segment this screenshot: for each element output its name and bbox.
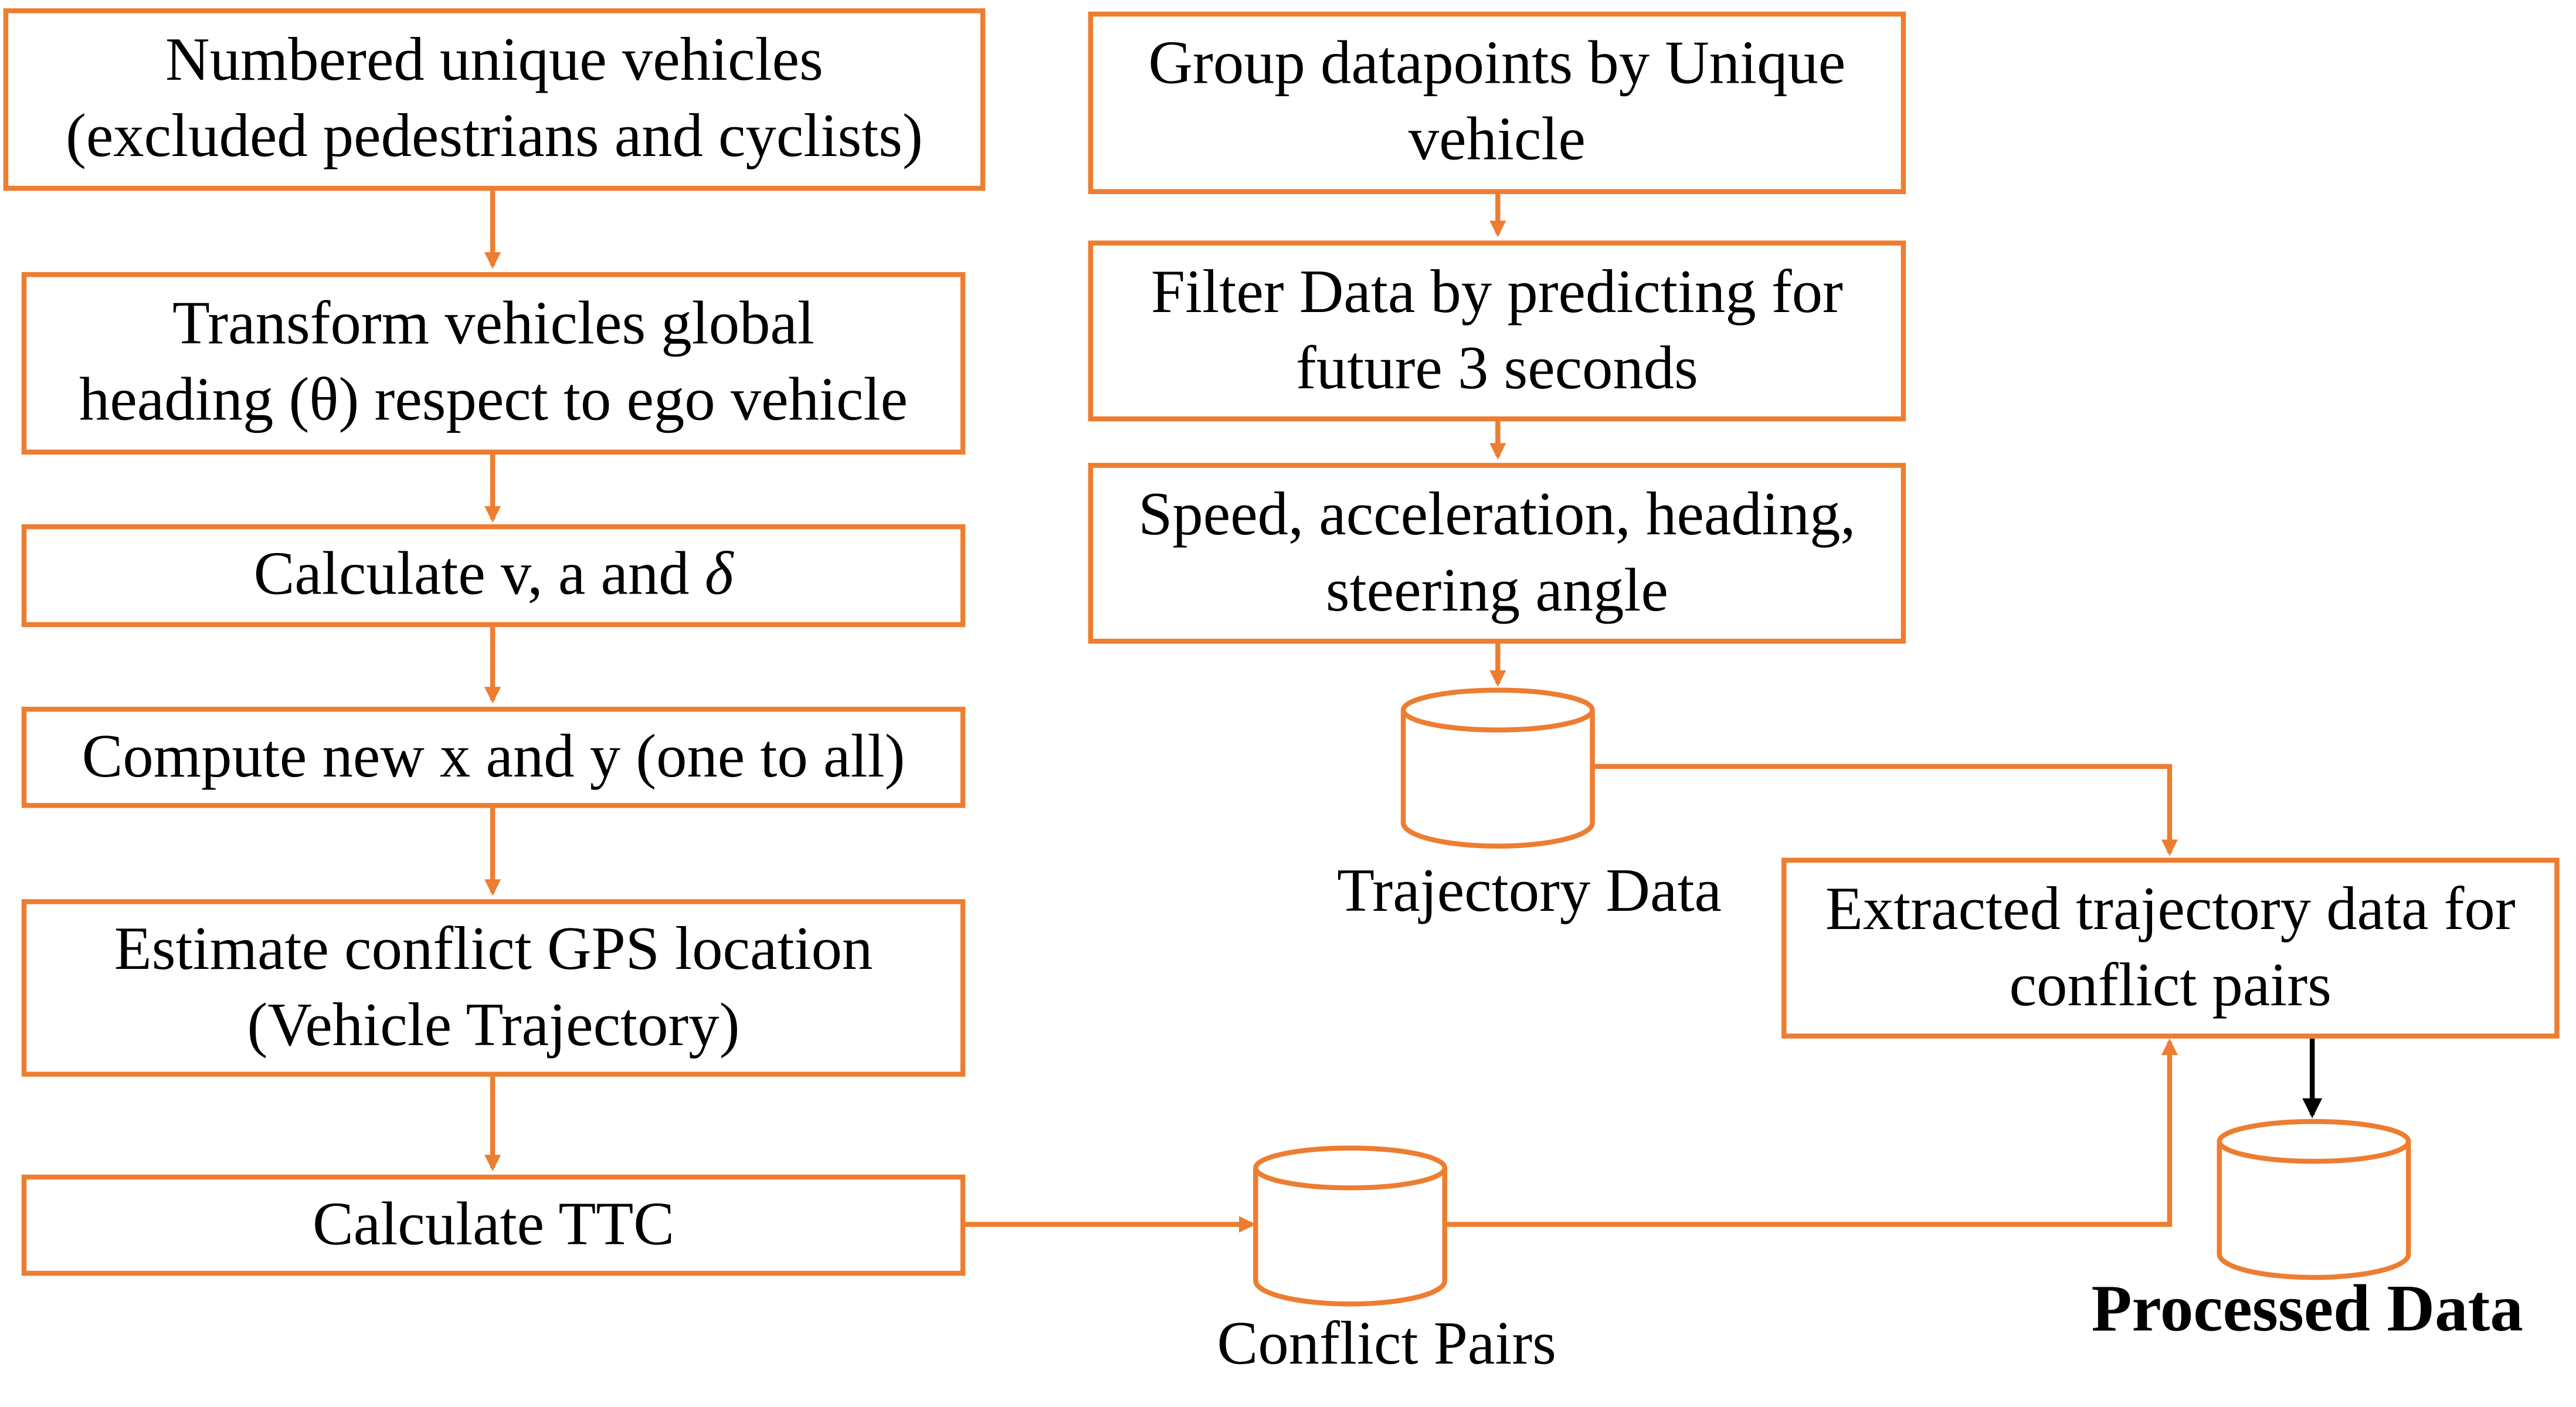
box-text: Compute new x and y (one to all): [82, 722, 905, 791]
box-text: Calculate TTC: [312, 1190, 675, 1259]
database-trajectory-label: Trajectory Data: [1337, 857, 1722, 926]
database-conflict-label: Conflict Pairs: [1217, 1310, 1557, 1379]
box-speed-acceleration: Speed, acceleration, heading, steering an…: [1088, 463, 1906, 644]
box-line: future 3 seconds: [1295, 334, 1698, 402]
database-trajectory-icon: [1400, 687, 1595, 849]
box-line: Numbered unique vehicles: [165, 26, 823, 95]
box-calculate-ttc: Calculate TTC: [21, 1174, 966, 1276]
box-extracted-trajectory: Extracted trajectory data for conflict pa…: [1781, 857, 2560, 1039]
box-estimate-conflict-gps: Estimate conflict GPS location (Vehicle T…: [21, 899, 966, 1077]
box-line: Transform vehicles global: [172, 290, 814, 358]
delta-symbol: δ: [704, 541, 734, 609]
box-line: (Vehicle Trajectory): [247, 991, 740, 1060]
box-line: Group datapoints by Unique: [1148, 29, 1846, 98]
box-group-datapoints: Group datapoints by Unique vehicle: [1088, 11, 1906, 194]
box-line: steering angle: [1325, 557, 1668, 625]
box-compute-new-xy: Compute new x and y (one to all): [21, 707, 966, 808]
arrow-trajectory-to-extracted: [1589, 764, 2178, 856]
box-text: Calculate v, a and: [253, 541, 705, 609]
arrow-conflict-to-extracted: [1440, 1038, 2178, 1227]
database-processed-label: Processed Data: [2091, 1270, 2523, 1346]
database-processed-icon: [2217, 1118, 2411, 1280]
box-numbered-vehicles: Numbered unique vehicles (excluded pedest…: [3, 8, 986, 191]
box-line: Speed, acceleration, heading,: [1138, 480, 1856, 548]
box-transform-heading: Transform vehicles global heading (θ) res…: [21, 272, 966, 455]
box-line: conflict pairs: [2009, 951, 2331, 1020]
database-conflict-icon: [1253, 1145, 1448, 1307]
box-filter-data: Filter Data by predicting for future 3 se…: [1088, 240, 1906, 422]
box-line: Extracted trajectory data for: [1825, 875, 2516, 944]
box-line: heading (θ) respect to ego vehicle: [79, 367, 908, 435]
box-calculate-v-a-delta: Calculate v, a and δ: [21, 524, 966, 628]
box-line: (excluded pedestrians and cyclists): [65, 103, 923, 171]
box-line: vehicle: [1408, 106, 1586, 175]
box-line: Estimate conflict GPS location: [114, 915, 873, 984]
box-line: Filter Data by predicting for: [1150, 257, 1843, 326]
